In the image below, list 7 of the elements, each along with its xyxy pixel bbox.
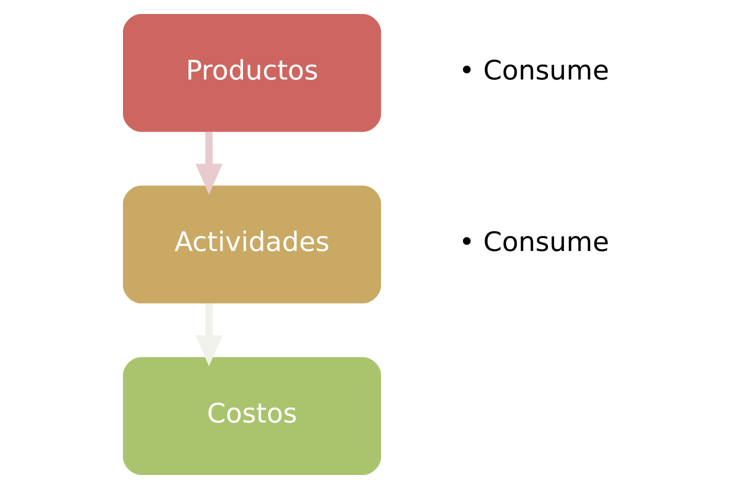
node-box: Costos bbox=[122, 357, 381, 475]
arrow bbox=[194, 304, 222, 366]
node-box: Productos bbox=[122, 14, 381, 132]
node-label: • Consume bbox=[458, 227, 609, 258]
node-label: • Consume bbox=[458, 55, 609, 86]
arrow bbox=[194, 132, 222, 195]
node-box: Actividades bbox=[122, 186, 381, 304]
